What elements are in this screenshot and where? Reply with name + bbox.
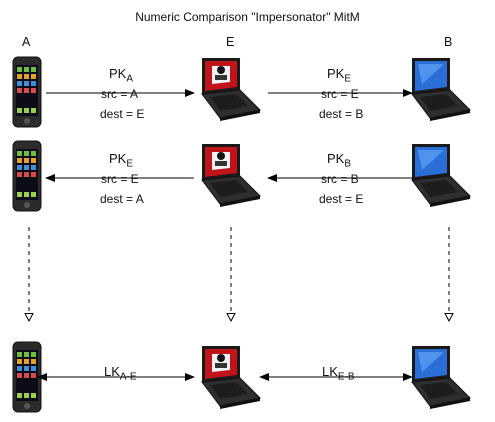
node-b-label: B	[444, 35, 453, 49]
row1-left-key: PKA	[109, 66, 134, 85]
row2-right-key: PKB	[327, 151, 352, 170]
phone-a-icon	[12, 341, 42, 413]
row2-left-src: src = E	[101, 172, 139, 186]
row3-left-key: LKA-E	[104, 364, 137, 383]
row1-right-key: PKE	[327, 66, 352, 85]
row2-left-dest: dest = A	[100, 192, 144, 206]
laptop-b-icon	[411, 143, 471, 208]
row1-left-src: src = A	[101, 87, 139, 101]
laptop-e-icon	[201, 57, 261, 122]
diagram-title: Numeric Comparison "Impersonator" MitM	[135, 10, 360, 24]
laptop-e-icon	[201, 143, 261, 208]
row2-right-dest: dest = E	[319, 192, 364, 206]
row1-right-src: src = E	[321, 87, 359, 101]
node-a-label: A	[22, 35, 31, 49]
node-e-label: E	[226, 35, 235, 49]
phone-a-icon	[12, 140, 42, 212]
row2-left-key: PKE	[109, 151, 134, 170]
laptop-b-icon	[411, 345, 471, 410]
row3-right-key: LKE-B	[322, 364, 355, 383]
row1-left-dest: dest = E	[100, 107, 145, 121]
row2-right-src: src = B	[321, 172, 359, 186]
phone-a-icon	[12, 56, 42, 128]
laptop-e-icon	[201, 345, 261, 410]
laptop-b-icon	[411, 57, 471, 122]
row1-right-dest: dest = B	[319, 107, 364, 121]
